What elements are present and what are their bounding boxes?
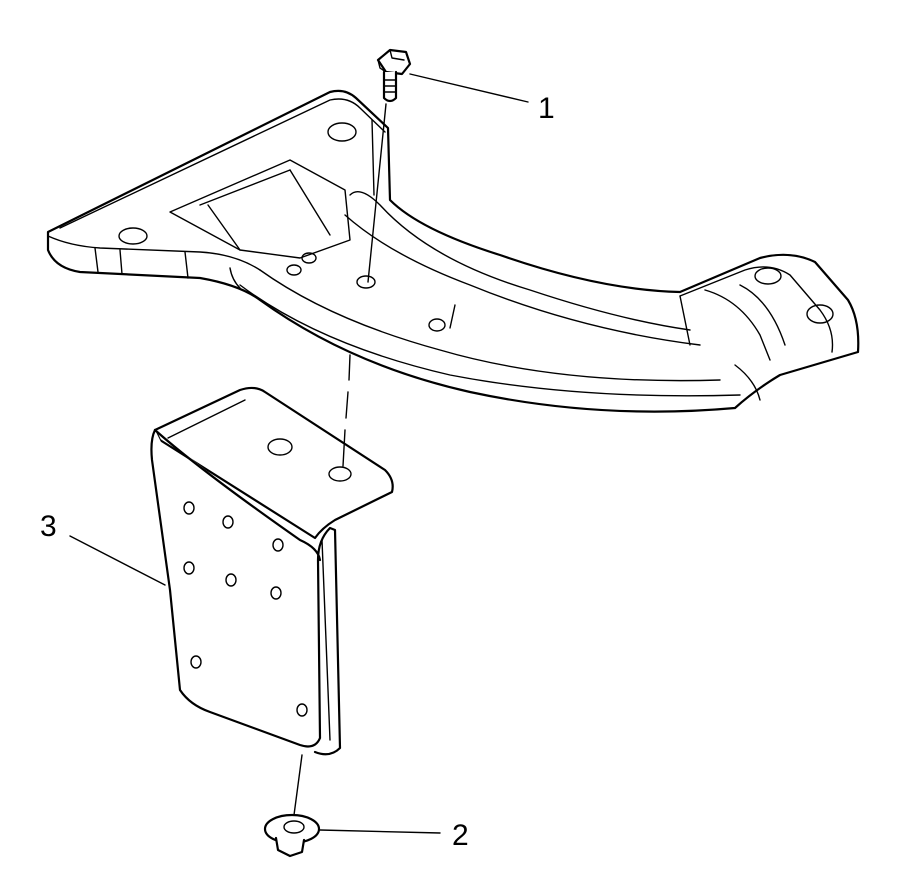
mounting-bracket xyxy=(150,386,394,756)
callout-2: 2 xyxy=(452,819,469,852)
crossmember xyxy=(46,89,860,413)
callout-3: 3 xyxy=(40,510,57,543)
leader-line-2 xyxy=(319,829,441,834)
callout-1: 1 xyxy=(538,92,555,125)
alignment-lines xyxy=(293,103,387,816)
bolt xyxy=(376,48,412,103)
leader-line-1 xyxy=(409,73,529,103)
leader-line-3 xyxy=(69,535,166,586)
nut xyxy=(263,813,321,858)
